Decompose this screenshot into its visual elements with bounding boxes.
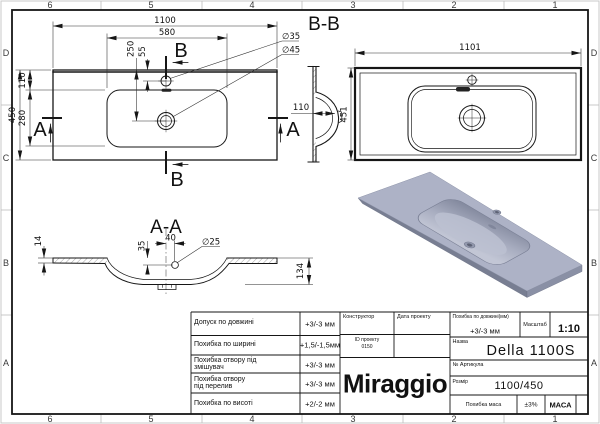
section-aa-title: A-A [150,217,182,238]
project-id-cell: ID проекту 0150 [340,337,394,350]
tolerance-row-label: Похибка по висоті [194,399,253,407]
zone-col-5-bottom: 5 [148,414,154,424]
tolerance-row-value: +3/-3 мм [305,319,335,329]
brand-logo: Miraggio [342,368,448,399]
marker-a-left: A [33,119,47,141]
section-bb: B-B 110 [291,14,583,163]
dim-55: 55 [138,46,148,57]
length-tolerance-value: +3/-3 мм [470,326,500,335]
marker-a-right: A [286,119,300,141]
section-bb-title: B-B [308,14,340,35]
aa-dimensions: 14 35 40 ∅25 134 [34,234,313,285]
zone-row-b-right: B [590,258,598,268]
iso-basin [417,199,531,265]
dim-580: 580 [159,28,175,38]
mass-tolerance-value: ±3% [524,401,538,408]
dim-451: 451 [340,106,350,122]
faucet-hole-bb [465,73,479,87]
tolerance-row-value: +1,5/-1,5мм [299,340,341,350]
zone-col-2-bottom: 2 [451,414,457,424]
mass-label: МАСА [549,400,572,409]
aa-bowl-inner [106,257,228,280]
product-name: Della 1100S [486,342,576,359]
article-label: № Артикула [452,362,484,368]
constructor-label: Конструктор [343,314,375,320]
top-view: 1100 580 250 55 450 110 280 ∅35 [8,16,300,191]
zone-col-1-top: 1 [552,0,558,10]
overflow-slot-bb [456,87,470,92]
zone-col-6-top: 6 [47,0,53,10]
zone-col-6-bottom: 6 [47,414,53,424]
zone-row-d-right: D [590,48,598,58]
zone-col-3-top: 3 [350,0,356,10]
label-dia35: ∅35 [282,32,300,42]
marker-b-bottom: B [170,169,183,191]
label-dia45: ∅45 [282,46,300,56]
zone-col-5-top: 5 [148,0,154,10]
mass-tolerance-label: Похибка маса [465,401,502,408]
aa-drain-boss [157,284,177,290]
iso-faucet-hole [492,209,502,215]
aa-bowl-outer [104,262,230,285]
zone-col-1-bottom: 1 [552,414,558,424]
top-view-dimensions: 1100 580 250 55 450 110 280 ∅35 [8,16,300,161]
size-value: 1100/450 [494,379,544,392]
tolerance-row-value: +3/-3 мм [305,360,335,369]
dim-40: 40 [165,234,176,244]
zone-row-d-left: D [2,48,10,58]
dim-14: 14 [34,236,44,247]
project-id-value: 0150 [361,343,373,350]
tolerance-row-value: +3/-3 мм [305,379,335,388]
iso-overflow [488,224,497,230]
basin-outline [106,89,228,148]
overflow-slot [161,88,172,92]
section-markers: B B A A [33,40,300,191]
drain-hole-bb [457,103,487,133]
section-aa: A-A 14 35 40 ∅2 [34,217,313,294]
tolerance-row-label: Похибка по ширині [194,340,256,348]
dim-110-left: 110 [18,72,28,88]
zone-col-4-top: 4 [249,0,255,10]
name-label: Назва [452,339,468,345]
zone-col-3-bottom: 3 [350,414,356,424]
zone-row-c-right: C [590,153,598,163]
dim-1101: 1101 [459,43,481,53]
dim-450: 450 [8,107,18,123]
zone-row-a-left: A [2,358,10,368]
tolerance-row-label: Допуск по довжині [194,319,254,326]
marker-b-top: B [174,40,187,62]
bb-underside-view: 1101 451 [340,43,583,162]
iso-drain [464,241,476,249]
dim-35: 35 [138,241,148,252]
zone-row-a-right: A [590,358,598,368]
project-date-label: Дата проекту [397,314,431,320]
dim-110-profile: 110 [293,103,309,113]
scale-label: Масштаб [523,321,547,328]
dim-250: 250 [127,41,137,57]
zone-row-b-left: B [2,258,10,268]
iso-view [357,171,583,298]
length-tolerance-label: Похибка по довжині(мм) [452,314,509,320]
scale-value: 1:10 [557,322,581,335]
tolerance-row-value: +2/-2 мм [305,399,335,409]
dim-134: 134 [296,263,306,279]
project-id-label: ID проекту [354,337,380,343]
zone-col-4-bottom: 4 [249,414,255,424]
zone-col-2-top: 2 [451,0,457,10]
dim-1100: 1100 [154,16,176,26]
zone-row-c-left: C [2,153,10,163]
title-block-grid [190,311,588,414]
label-dia25: ∅25 [202,238,220,248]
dim-280: 280 [18,110,28,126]
bb-profile: 110 [291,65,343,163]
size-label: Розмір [452,378,468,385]
